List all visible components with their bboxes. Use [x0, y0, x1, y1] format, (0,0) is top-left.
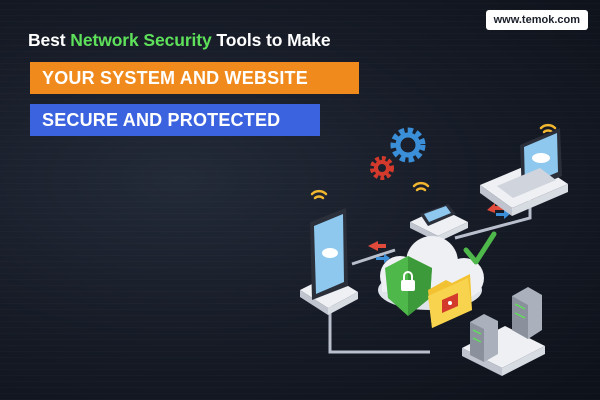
wifi-icon [412, 181, 430, 192]
headline-highlight: Network Security [70, 30, 212, 50]
gear-icon [390, 127, 426, 163]
wifi-icon [539, 123, 557, 134]
arrow-icon [376, 210, 510, 263]
banner-blue: SECURE AND PROTECTED [30, 104, 320, 136]
folder-icon [428, 274, 472, 328]
arrow-icon [368, 203, 504, 251]
checkmark-icon [463, 231, 497, 265]
tablet-icon [300, 208, 358, 315]
headline-suffix: Tools to Make [211, 30, 331, 50]
brand-url-badge[interactable]: www.temok.com [485, 10, 588, 30]
smartphone-icon [410, 204, 468, 242]
gear-icon [370, 156, 394, 180]
laptop-icon [480, 128, 568, 216]
headline: Best Network Security Tools to Make [28, 30, 331, 51]
headline-prefix: Best [28, 30, 71, 50]
server-icon [462, 287, 545, 376]
banner-orange: YOUR SYSTEM AND WEBSITE [30, 62, 359, 94]
shield-icon [385, 256, 432, 316]
wifi-icon [310, 189, 328, 200]
